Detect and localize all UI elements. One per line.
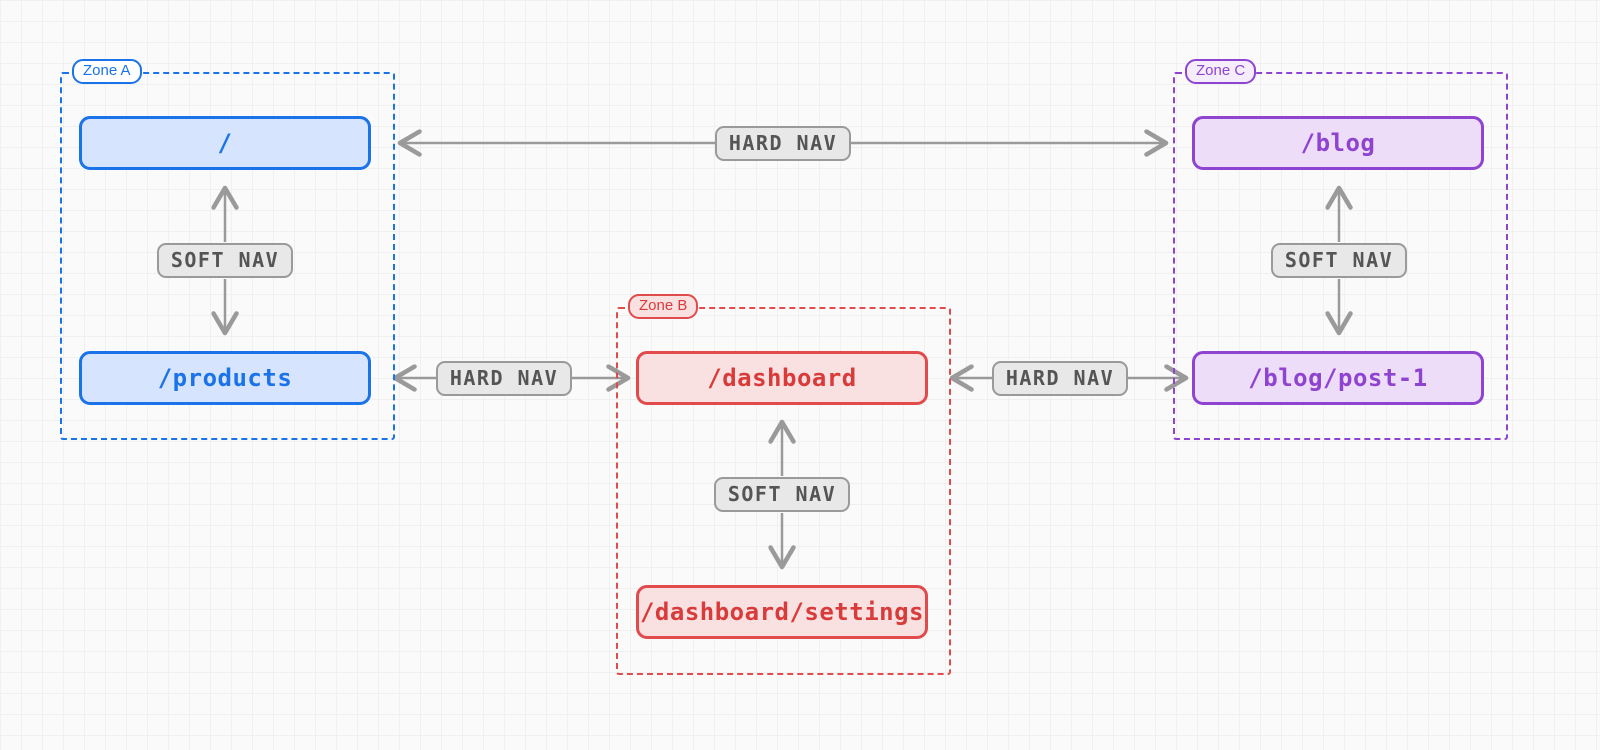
node-blog[interactable]: /blog [1192,116,1484,170]
edge-label-soft-nav-root-products[interactable]: SOFT NAV [157,243,293,278]
zone-label-a: Zone A [72,59,142,84]
zone-label-c: Zone C [1185,59,1257,84]
node-dashboard-settings[interactable]: /dashboard/settings [636,585,928,639]
node-root[interactable]: / [79,116,371,170]
zone-container-c[interactable] [1173,72,1508,440]
edge-label-hard-nav-dashboard-blogpost[interactable]: HARD NAV [992,361,1128,396]
zone-container-a[interactable] [60,72,395,440]
edge-label-soft-nav-blog-blogpost[interactable]: SOFT NAV [1271,243,1407,278]
zone-container-b[interactable] [616,307,951,675]
node-dashboard[interactable]: /dashboard [636,351,928,405]
node-products[interactable]: /products [79,351,371,405]
node-blog-post-1[interactable]: /blog/post-1 [1192,351,1484,405]
zone-label-b: Zone B [628,294,699,319]
edge-label-hard-nav-root-blog[interactable]: HARD NAV [715,126,851,161]
edge-label-soft-nav-dashboard-settings[interactable]: SOFT NAV [714,477,850,512]
edge-label-hard-nav-products-dashboard[interactable]: HARD NAV [436,361,572,396]
